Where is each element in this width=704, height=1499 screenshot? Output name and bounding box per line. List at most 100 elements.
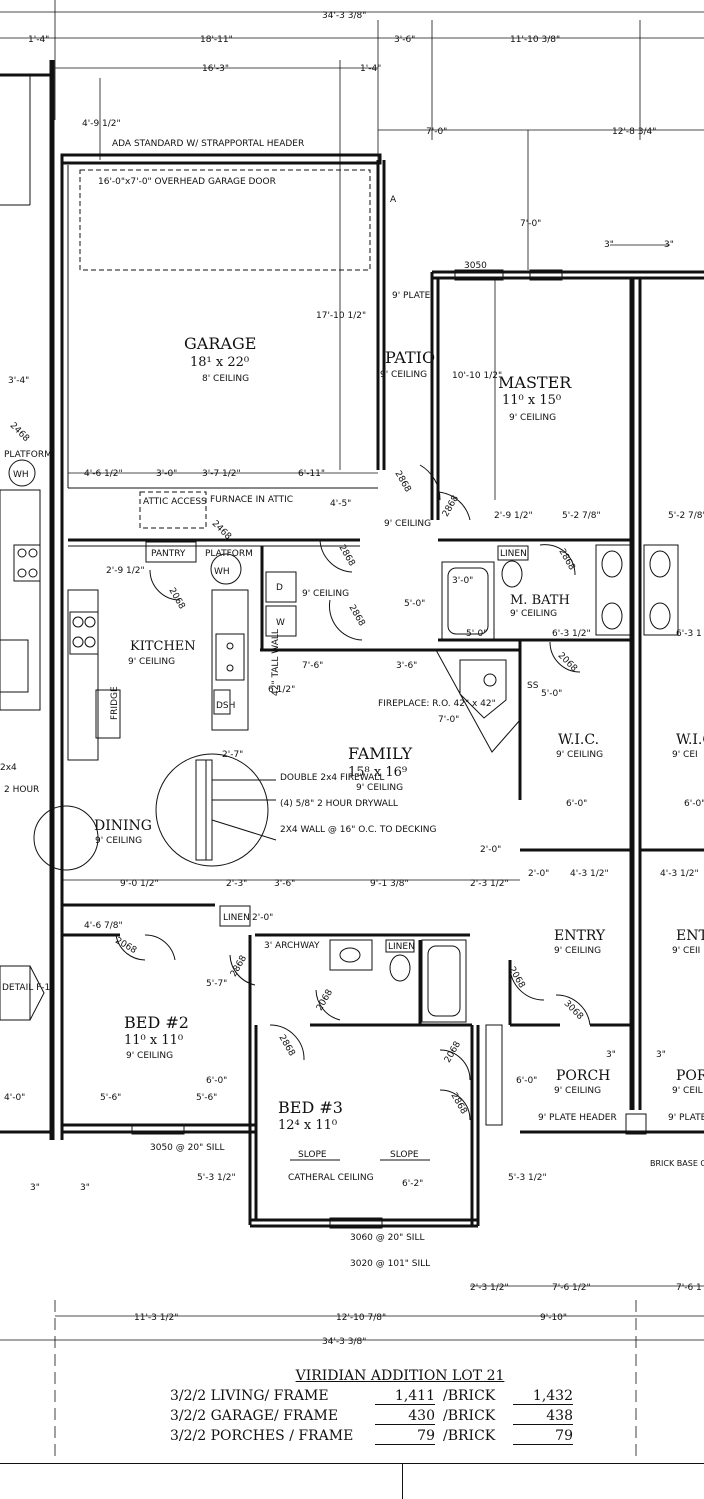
overall-width-bottom: 34'-3 3/8": [322, 1337, 366, 1347]
patio: 9' PLATE PATIO 9' CEILING 3050: [380, 261, 563, 380]
dim-3-7: 3'-7 1/2": [202, 469, 241, 479]
dim-4-6b: 4'-6 7/8": [84, 921, 123, 931]
dining: DINING 9' CEILING: [94, 818, 152, 846]
dim-17-10: 17'-10 1/2": [316, 311, 366, 321]
garage-size: 18¹ x 22⁰: [190, 355, 249, 370]
walls: [0, 60, 704, 1228]
dim-7-6b: 7'-6 1/2": [552, 1283, 591, 1293]
door-2868-patio: 2868: [392, 469, 412, 494]
dim-4-6: 4'-6 1/2": [84, 469, 123, 479]
dim-3in-e: 3": [606, 1050, 616, 1060]
firewall-detail: DOUBLE 2x4 FIREWALL (4) 5/8" 2 HOUR DRYW…: [33, 753, 436, 871]
patio-name: PATIO: [385, 348, 435, 367]
overall-width-top: 34'-3 3/8": [322, 11, 366, 21]
hall-ceiling: 9' CEILING: [384, 519, 431, 529]
archway-label: 3' ARCHWAY: [264, 941, 320, 951]
dim-4-3b: 4'-3 1/2": [660, 869, 699, 879]
top-dimensions: 34'-3 3/8" 1'-4" 18'-11" 3'-6" 11'-10 3/…: [0, 0, 704, 270]
dim-5-3b: 5'-3 1/2": [508, 1173, 547, 1183]
wic2-name: W.I.C: [676, 732, 704, 748]
summary-row: 3/2/2 LIVING/ FRAME 1,411 /BRICK 1,432: [170, 1388, 590, 1408]
dryer-label: D: [276, 583, 283, 593]
dim-4-3a: 4'-3 1/2": [570, 869, 609, 879]
dim-7-0-vert: 7'-0": [520, 219, 541, 229]
dim-6-0c: 6'-0": [206, 1076, 227, 1086]
platform-left-label: PLATFORM: [4, 450, 52, 460]
dim-6-0b: 6'-0": [684, 799, 704, 809]
linen-hall: LINEN: [223, 913, 250, 923]
dim-4-5: 4'-5": [330, 499, 351, 509]
entry-porch: ENTRY 9' CEILING ENTI 9' CEII 6'-0" PORC…: [485, 928, 704, 1183]
master-ceiling: 9' CEILING: [509, 413, 556, 423]
summary-frame: 430: [375, 1408, 435, 1425]
dim-5-6: 5'-6": [100, 1093, 121, 1103]
dim-3in-c: 3": [30, 1183, 40, 1193]
neighbor-unit: 3'-4" PLATFORM WH 2x4 2 HOUR 4'-0": [0, 376, 52, 1103]
dim-3in-a: 3": [604, 240, 614, 250]
dim-18-11: 18'-11": [200, 35, 233, 45]
dim-5-0: 5'-0": [404, 599, 425, 609]
kitchen-name: KITCHEN: [130, 639, 196, 654]
door-2068-wic: 2068: [556, 651, 579, 674]
dim-2-9-master: 2'-9 1/2": [494, 511, 533, 521]
dim-7-6: 7'-6": [302, 661, 323, 671]
dim-6-1: 6 1/2": [268, 685, 295, 695]
entry-ceiling: 9' CEILING: [554, 946, 601, 956]
dim-5-7: 5'-7": [206, 979, 227, 989]
brick-base-note: BRICK BASE COLUMN WITH 6"X 6" CEDAR POST…: [650, 1159, 704, 1168]
laundry-ceiling: 9' CEILING: [302, 589, 349, 599]
master-size: 11⁰ x 15⁰: [502, 393, 561, 408]
mbath-name: M. BATH: [510, 593, 570, 608]
wic2-ceiling: 9' CEI: [672, 750, 698, 760]
mbath-ceiling: 9' CEILING: [510, 609, 557, 619]
dim-3-0b: 3'-0": [452, 576, 473, 586]
area-summary: VIRIDIAN ADDITION LOT 21 3/2/2 LIVING/ F…: [170, 1368, 590, 1448]
window-3020: 3020 @ 101" SILL: [350, 1259, 430, 1269]
dim-1-4: 1'-4": [28, 35, 49, 45]
bedroom-wing: 4'-6 7/8" LINEN 2'-0" 3' ARCHWAY LINEN 5…: [0, 905, 467, 1269]
door-2868-bath: 2868: [556, 547, 576, 572]
door-2468-left: 2468: [8, 421, 31, 444]
plate-9-label: 9' PLATE: [392, 291, 431, 301]
kitchen: 4'-6 1/2" 3'-0" 3'-7 1/2" 6'-11" 4'-5" P…: [67, 469, 378, 761]
wh-label: WH: [214, 567, 230, 577]
porch2-ceiling: 9' CEIL: [672, 1086, 703, 1096]
dining-ceiling: 9' CEILING: [95, 836, 142, 846]
doors: 2868 2868 2868 2868 2068 2468 2468 2868 …: [8, 421, 591, 1121]
family-ceiling: 9' CEILING: [356, 783, 403, 793]
family-name: FAMILY: [348, 744, 413, 763]
fireplace-label: FIREPLACE: R.O. 42" x 42": [378, 699, 496, 709]
pantry-label: PANTRY: [151, 549, 186, 559]
dim-5-2-a: 5'-2 7/8": [562, 511, 601, 521]
master: 10'-10 1/2" MASTER 11⁰ x 15⁰ 9' CEILING …: [384, 280, 572, 529]
ada-header-label: ADA STANDARD W/ STRAPPORTAL HEADER: [112, 139, 304, 149]
dim-9-1: 9'-1 3/8": [370, 879, 409, 889]
summary-label: 3/2/2 LIVING/ FRAME: [170, 1388, 329, 1404]
dim-4-0: 4'-0": [4, 1093, 25, 1103]
bed3-ceiling: CATHERAL CEILING: [288, 1173, 374, 1183]
master-bath: 2'-9 1/2" 5'-2 7/8" 5'-2 7/8" 3'-0" LINE…: [404, 511, 704, 879]
dim-5-3a: 5'-3 1/2": [197, 1173, 236, 1183]
dim-10-10: 10'-10 1/2": [452, 371, 502, 381]
dim-2-3: 2'-3": [226, 879, 247, 889]
firewall-note-1: DOUBLE 2x4 FIREWALL: [280, 773, 384, 783]
entry2-name: ENTI: [676, 928, 704, 944]
window-3060: 3060 @ 20" SILL: [350, 1233, 424, 1243]
entry2-ceiling: 9' CEII: [672, 946, 700, 956]
bed3-name: BED #3: [278, 1098, 343, 1117]
bed2-name: BED #2: [124, 1013, 189, 1032]
dim-3-4: 3'-4": [8, 376, 29, 386]
dim-1-4b: 1'-4": [360, 64, 381, 74]
bed2-size: 11⁰ x 11⁰: [124, 1033, 183, 1048]
dim-11-3: 11'-3 1/2": [134, 1313, 178, 1323]
dim-11-10: 11'-10 3/8": [510, 35, 560, 45]
hour-left: 2 HOUR: [4, 785, 39, 795]
plate-right-label: 9' PLATE: [668, 1113, 704, 1123]
summary-row: 3/2/2 GARAGE/ FRAME 430 /BRICK 438: [170, 1408, 590, 1428]
dim-9-0: 9'-0 1/2": [120, 879, 159, 889]
garage-name: GARAGE: [184, 334, 256, 353]
slope-left: SLOPE: [298, 1150, 327, 1160]
summary-brick: 1,432: [513, 1388, 573, 1405]
master-name: MASTER: [498, 373, 572, 392]
